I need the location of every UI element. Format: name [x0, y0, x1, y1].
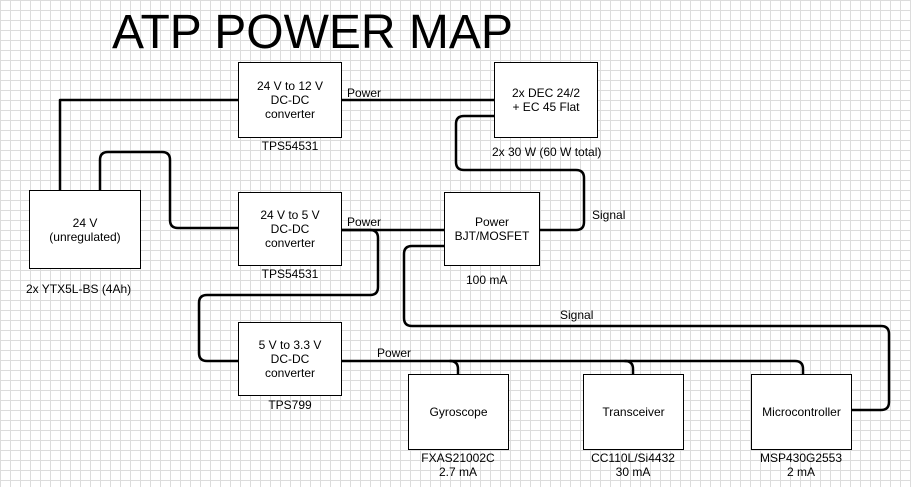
- gyroscope-label: Gyroscope: [429, 405, 488, 419]
- microcontroller-current: 2 mA: [786, 465, 815, 479]
- power-switch-caption: 100 mA: [466, 273, 508, 287]
- wire-bus-to-transceiver: [448, 359, 635, 376]
- transceiver-part-number: CC110L/Si4432: [591, 451, 675, 465]
- page-title: ATP POWER MAP: [112, 6, 513, 59]
- signal-label-mcu: Signal: [560, 308, 594, 322]
- converter-5v-caption: TPS54531: [261, 267, 319, 281]
- motors-block: 2x DEC 24/2 + EC 45 Flat: [494, 62, 598, 138]
- converter-12v-line-3: converter: [264, 107, 315, 121]
- power-switch-line-1: Power: [474, 215, 509, 229]
- transceiver-caption: CC110L/Si4432 30 mA: [591, 451, 675, 479]
- microcontroller-block: Microcontroller: [751, 374, 852, 450]
- microcontroller-label: Microcontroller: [762, 405, 841, 419]
- converter-12v-line-1: 24 V to 12 V: [256, 79, 324, 93]
- wire-bus-to-microcontroller: [623, 359, 805, 376]
- converter-3v3-line-2: DC-DC: [270, 352, 310, 366]
- power-label-3v3: Power: [377, 346, 412, 360]
- converter-5v-block: 24 V to 5 V DC-DC converter: [238, 192, 342, 266]
- battery-line-1: 24 V: [72, 215, 98, 230]
- converter-3v3-block: 5 V to 3.3 V DC-DC converter: [238, 322, 342, 396]
- microcontroller-part-number: MSP430G2553: [759, 451, 843, 465]
- converter-5v-line-1: 24 V to 5 V: [260, 208, 320, 222]
- gyroscope-part-number: FXAS21002C: [421, 451, 495, 465]
- motors-line-2: + EC 45 Flat: [512, 100, 580, 114]
- converter-12v-line-2: DC-DC: [270, 93, 310, 107]
- converter-3v3-line-3: converter: [264, 366, 316, 380]
- signal-label-motor: Signal: [592, 208, 626, 222]
- wire-5v-to-3v3-converter: [197, 228, 380, 363]
- wire-microcontroller-to-switch: [402, 244, 891, 412]
- power-switch-block: Power BJT/MOSFET: [444, 192, 540, 266]
- transceiver-label: Transceiver: [602, 405, 665, 419]
- power-label-12v: Power: [347, 86, 382, 100]
- gyroscope-block: Gyroscope: [408, 374, 509, 450]
- motors-line-1: 2x DEC 24/2: [511, 86, 581, 100]
- transceiver-current: 30 mA: [615, 465, 651, 479]
- converter-3v3-caption: TPS799: [268, 398, 312, 412]
- power-label-5v: Power: [347, 215, 382, 229]
- converter-5v-line-2: DC-DC: [270, 222, 310, 236]
- converter-12v-block: 24 V to 12 V DC-DC converter: [238, 62, 342, 138]
- wire-motors-to-switch: [454, 114, 586, 232]
- converter-3v3-line-1: 5 V to 3.3 V: [258, 338, 322, 352]
- microcontroller-caption: MSP430G2553 2 mA: [760, 451, 842, 479]
- battery-line-2: (unregulated): [49, 229, 121, 244]
- wire-3v3-power-bus: [340, 359, 460, 376]
- wire-battery-to-5v-converter: [98, 150, 240, 230]
- gyroscope-caption: FXAS21002C 2.7 mA: [421, 451, 494, 479]
- power-switch-line-2: BJT/MOSFET: [454, 229, 530, 243]
- wire-battery-to-12v-converter: [58, 98, 240, 192]
- gyroscope-current: 2.7 mA: [438, 465, 478, 479]
- motors-caption: 2x 30 W (60 W total): [492, 145, 602, 159]
- converter-12v-caption: TPS54531: [261, 139, 319, 153]
- battery-block: 24 V (unregulated): [29, 190, 141, 269]
- converter-5v-line-3: converter: [264, 236, 316, 250]
- battery-caption: 2x YTX5L-BS (4Ah): [26, 282, 132, 296]
- transceiver-block: Transceiver: [583, 374, 684, 450]
